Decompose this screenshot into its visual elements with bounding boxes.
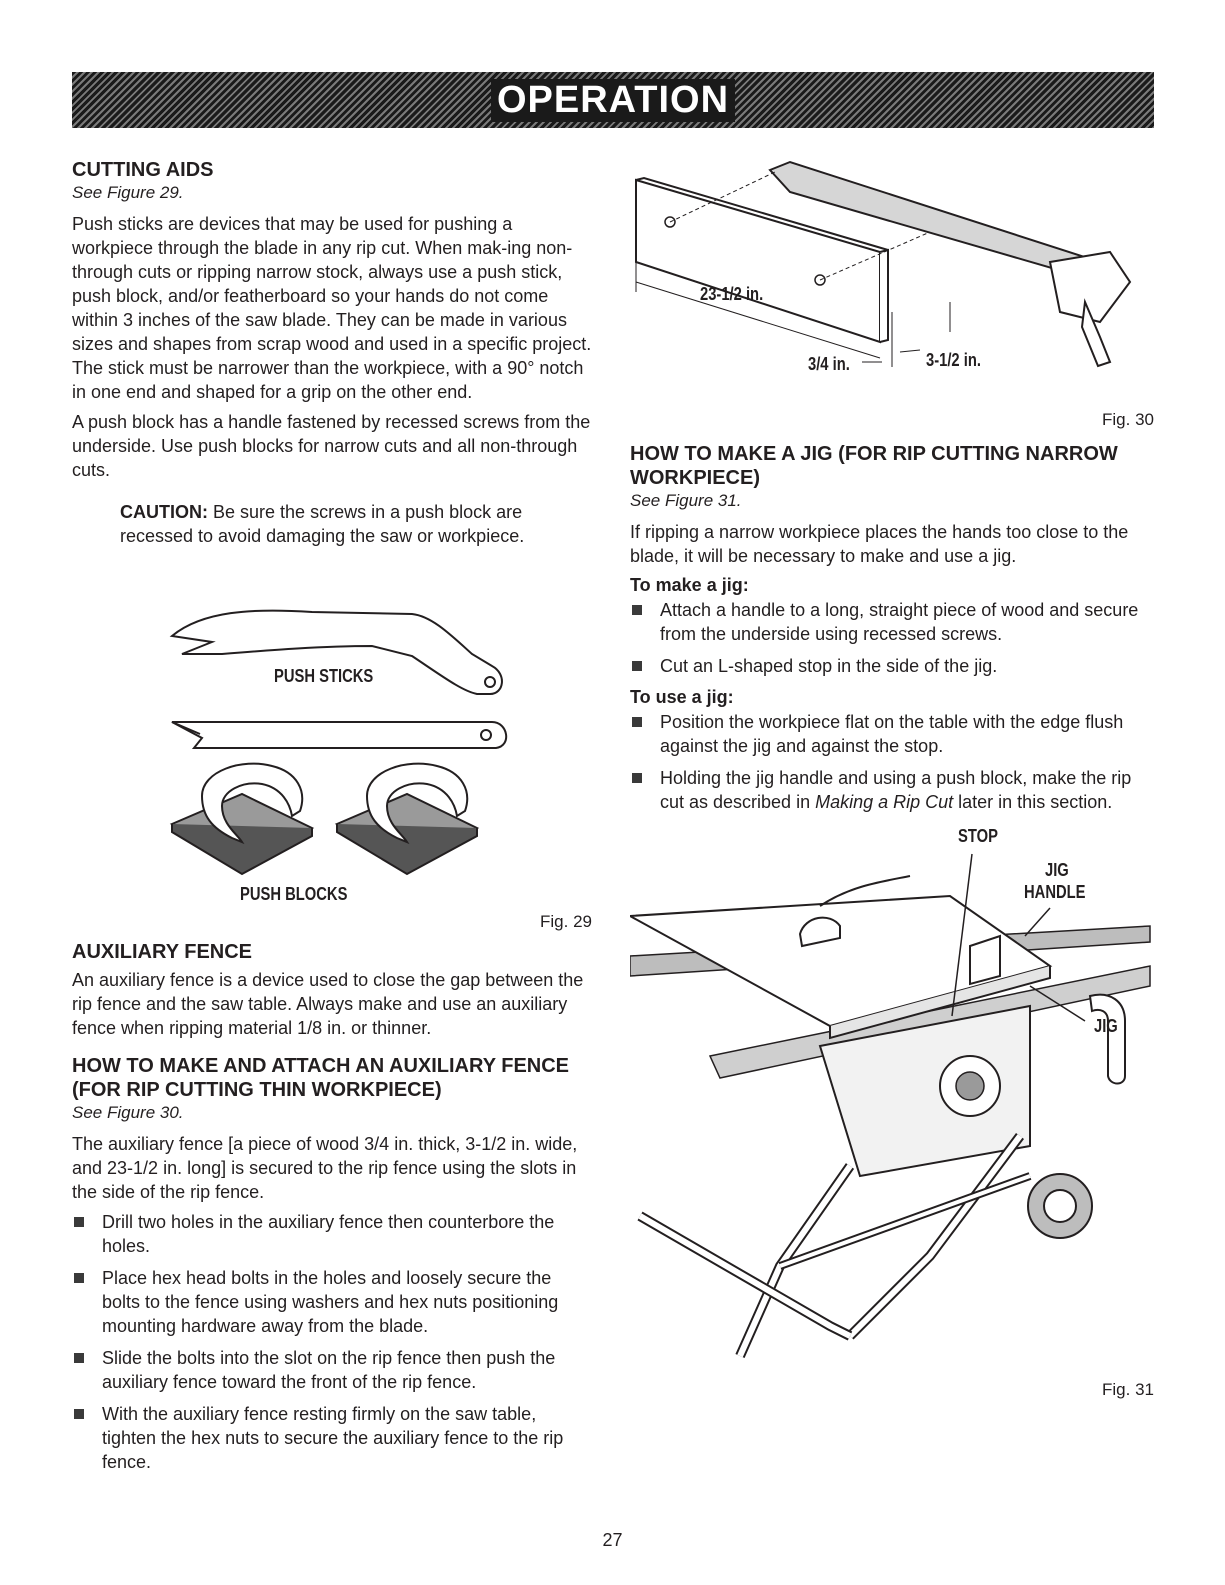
making-rip-cut-reference: Making a Rip Cut bbox=[815, 792, 954, 812]
make-attach-steps: Drill two holes in the auxiliary fence t… bbox=[72, 1210, 592, 1474]
left-column: CUTTING AIDS See Figure 29. Push sticks … bbox=[72, 158, 592, 1482]
list-item: Cut an L-shaped stop in the side of the … bbox=[630, 654, 1154, 678]
make-attach-paragraph: The auxiliary fence [a piece of wood 3/4… bbox=[72, 1134, 578, 1202]
dimension-width-label: 3-1/2 in. bbox=[926, 350, 981, 370]
figure-31: STOP JIG HANDLE JIG Fig. 31 bbox=[630, 816, 1154, 1399]
to-use-jig-subheading: To use a jig: bbox=[630, 687, 734, 707]
auxiliary-fence-heading: AUXILIARY FENCE bbox=[72, 941, 253, 963]
make-attach-see-figure: See Figure 30. bbox=[72, 1103, 184, 1122]
figure-30-caption: Fig. 30 bbox=[1102, 410, 1154, 429]
cutting-aids-paragraph-2: A push block has a handle fastened by re… bbox=[72, 412, 591, 480]
list-item: Place hex head bolts in the holes and lo… bbox=[72, 1266, 592, 1338]
caution-note: CAUTION: Be sure the screws in a push bl… bbox=[120, 500, 592, 548]
table-saw-jig-illustration bbox=[630, 853, 1151, 1359]
push-blocks-label: PUSH BLOCKS bbox=[240, 884, 348, 904]
cutting-aids-paragraph-1: Push sticks are devices that may be used… bbox=[72, 214, 592, 402]
dimension-thickness-label: 3/4 in. bbox=[808, 354, 850, 374]
stop-label: STOP bbox=[958, 826, 998, 846]
caution-text: Be sure the screws in a push block are r… bbox=[120, 502, 525, 546]
jig-label: JIG bbox=[1094, 1016, 1118, 1036]
list-item: Attach a handle to a long, straight piec… bbox=[630, 598, 1154, 646]
jig-handle-label-line-1: JIG bbox=[1045, 860, 1069, 880]
section-banner: OPERATION bbox=[72, 72, 1154, 128]
right-column: 23-1/2 in. 3/4 in. 3-1/2 in. Fig. 30 HOW… bbox=[630, 152, 1154, 1399]
push-sticks-illustration bbox=[169, 609, 507, 876]
push-sticks-label: PUSH STICKS bbox=[274, 666, 374, 686]
list-item: Holding the jig handle and using a push … bbox=[630, 766, 1154, 814]
caution-label: CAUTION: bbox=[120, 502, 208, 522]
list-item: Slide the bolts into the slot on the rip… bbox=[72, 1346, 592, 1394]
dimension-length-label: 23-1/2 in. bbox=[700, 284, 764, 304]
push-block-right bbox=[334, 762, 480, 876]
cutting-aids-heading: CUTTING AIDS bbox=[72, 159, 214, 181]
use-jig-steps: Position the workpiece flat on the table… bbox=[630, 710, 1154, 814]
make-jig-paragraph: If ripping a narrow workpiece places the… bbox=[630, 522, 1129, 566]
list-item: Position the workpiece flat on the table… bbox=[630, 710, 1154, 758]
make-attach-fence-heading: HOW TO MAKE AND ATTACH AN AUXILIARY FENC… bbox=[72, 1055, 570, 1101]
make-jig-heading: HOW TO MAKE A JIG (FOR RIP CUTTING NARRO… bbox=[630, 443, 1118, 489]
list-item: Drill two holes in the auxiliary fence t… bbox=[72, 1210, 592, 1258]
figure-29-caption: Fig. 29 bbox=[540, 912, 592, 931]
cutting-aids-see-figure: See Figure 29. bbox=[72, 183, 184, 202]
figure-29: PUSH STICKS PUSH BLOCKS bbox=[72, 566, 592, 916]
auxiliary-fence-paragraph: An auxiliary fence is a device used to c… bbox=[72, 970, 584, 1038]
figure-30: 23-1/2 in. 3/4 in. 3-1/2 in. bbox=[630, 152, 1154, 402]
to-make-jig-subheading: To make a jig: bbox=[630, 575, 749, 595]
make-jig-steps: Attach a handle to a long, straight piec… bbox=[630, 598, 1154, 678]
make-jig-see-figure: See Figure 31. bbox=[630, 491, 742, 510]
jig-handle-label-line-2: HANDLE bbox=[1024, 882, 1086, 902]
page-number: 27 bbox=[602, 1530, 623, 1550]
push-block-left bbox=[169, 762, 315, 876]
figure-31-caption: Fig. 31 bbox=[1102, 1380, 1154, 1399]
section-title: OPERATION bbox=[490, 78, 736, 122]
list-item: With the auxiliary fence resting firmly … bbox=[72, 1402, 592, 1474]
auxiliary-fence-illustration bbox=[635, 160, 1132, 368]
